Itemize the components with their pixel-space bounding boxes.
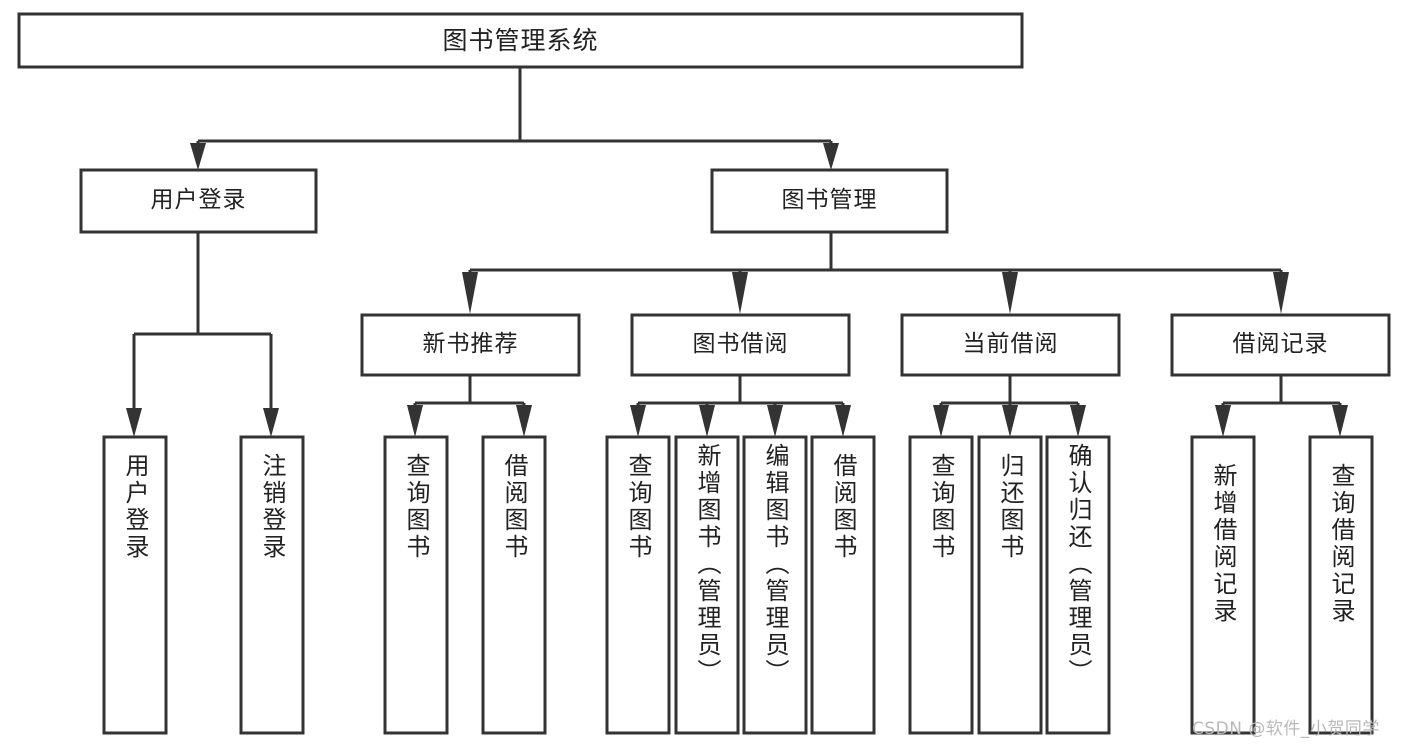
connector-bookmgmt-to-level3 [462, 232, 1289, 314]
node-box-current-borrow[interactable] [900, 313, 1121, 377]
node-box-leaf-add-book-admin[interactable] [674, 435, 740, 735]
connector-newbook-to-leaves [407, 375, 532, 437]
node-box-user-login[interactable] [79, 168, 318, 234]
node-box-leaf-query-book-3[interactable] [908, 435, 974, 735]
node-box-leaf-confirm-return-admin[interactable] [1045, 435, 1111, 735]
node-box-leaf-logout-login[interactable] [239, 435, 305, 735]
node-box-leaf-edit-book-admin[interactable] [742, 435, 808, 735]
connector-root-to-level2 [190, 67, 839, 170]
node-box-leaf-user-login[interactable] [102, 435, 168, 735]
node-box-borrow-record[interactable] [1170, 313, 1391, 377]
node-box-book-borrow[interactable] [630, 313, 851, 377]
node-box-leaf-query-book-1[interactable] [383, 435, 449, 735]
connector-userlogin-to-leaves [126, 232, 279, 437]
csdn-watermark: CSDN @软件_小贺同学 [1192, 719, 1380, 739]
node-box-leaf-borrow-book-2[interactable] [810, 435, 876, 735]
node-box-root[interactable] [17, 12, 1024, 69]
connector-borrowrecord-to-leaves [1215, 375, 1348, 437]
node-box-leaf-add-borrow-record[interactable] [1190, 435, 1256, 735]
node-box-leaf-borrow-book-1[interactable] [481, 435, 547, 735]
node-box-leaf-return-book[interactable] [977, 435, 1043, 735]
connector-bookborrow-to-leaves [630, 375, 851, 437]
node-box-leaf-query-borrow-record[interactable] [1308, 435, 1374, 735]
node-box-leaf-query-book-2[interactable] [605, 435, 671, 735]
connector-currentborrow-to-leaves [933, 375, 1086, 437]
node-box-new-book-recommend[interactable] [360, 313, 581, 377]
node-box-book-management[interactable] [710, 168, 949, 234]
